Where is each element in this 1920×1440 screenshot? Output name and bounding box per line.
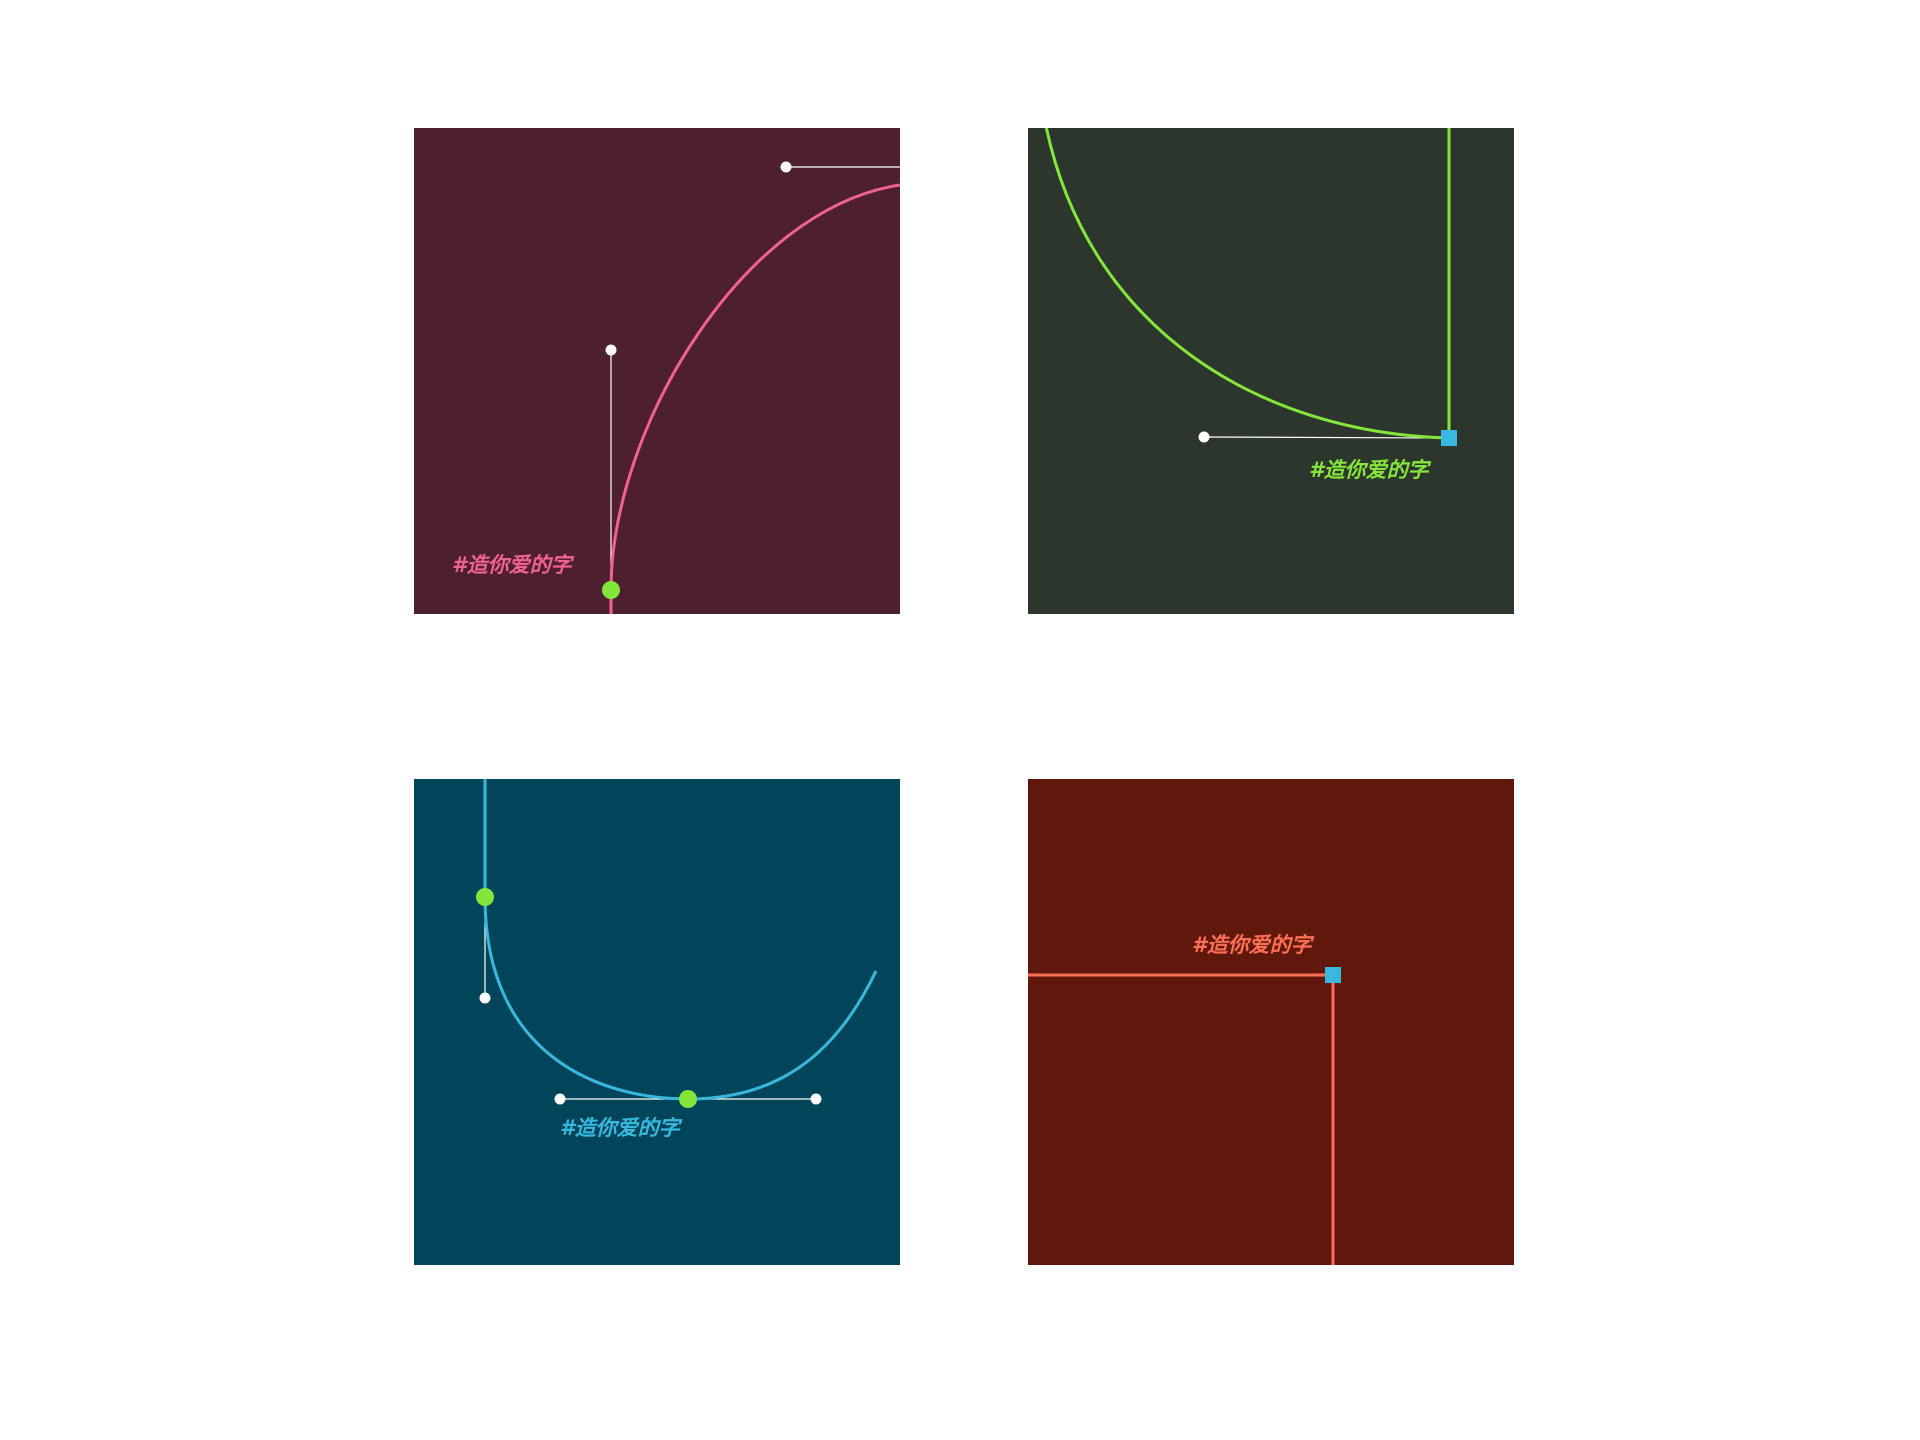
panel-blue-drawing: #造你爱的字 [414,779,900,1265]
handle-point-top[interactable] [780,161,792,173]
corner-point[interactable] [1441,430,1457,446]
handle-point[interactable] [1198,431,1210,443]
panel-green-corner: #造你爱的字 [1028,128,1514,614]
panel-green-drawing: #造你爱的字 [1028,128,1514,614]
panel-blue-u-curve: #造你爱的字 [414,779,900,1265]
anchor-point-bottom[interactable] [679,1090,697,1108]
panel-background [414,128,900,614]
hashtag-label: #造你爱的字 [452,553,575,577]
corner-point[interactable] [1325,967,1341,983]
panel-pink-curve: #造你爱的字 [414,128,900,614]
bezier-curve [609,183,900,614]
anchor-point-left[interactable] [476,888,494,906]
hashtag-label: #造你爱的字 [1192,933,1315,957]
panel-red-right-angle: #造你爱的字 [1028,779,1514,1265]
hashtag-label: #造你爱的字 [560,1116,683,1140]
panel-background [1028,779,1514,1265]
handle-line [1203,436,1450,439]
panel-background [414,779,900,1265]
handle-point-top-left[interactable] [479,992,491,1004]
hashtag-label: #造你爱的字 [1309,458,1432,482]
panel-pink-drawing: #造你爱的字 [414,128,900,614]
handle-point-bottom-right[interactable] [810,1093,822,1105]
panel-background [1028,128,1514,614]
handle-point-bottom-left[interactable] [554,1093,566,1105]
bezier-curve [1044,128,1450,440]
bezier-curve [483,779,878,1101]
panel-red-drawing: #造你爱的字 [1028,779,1514,1265]
anchor-point[interactable] [602,581,620,599]
handle-point-left[interactable] [605,344,617,356]
